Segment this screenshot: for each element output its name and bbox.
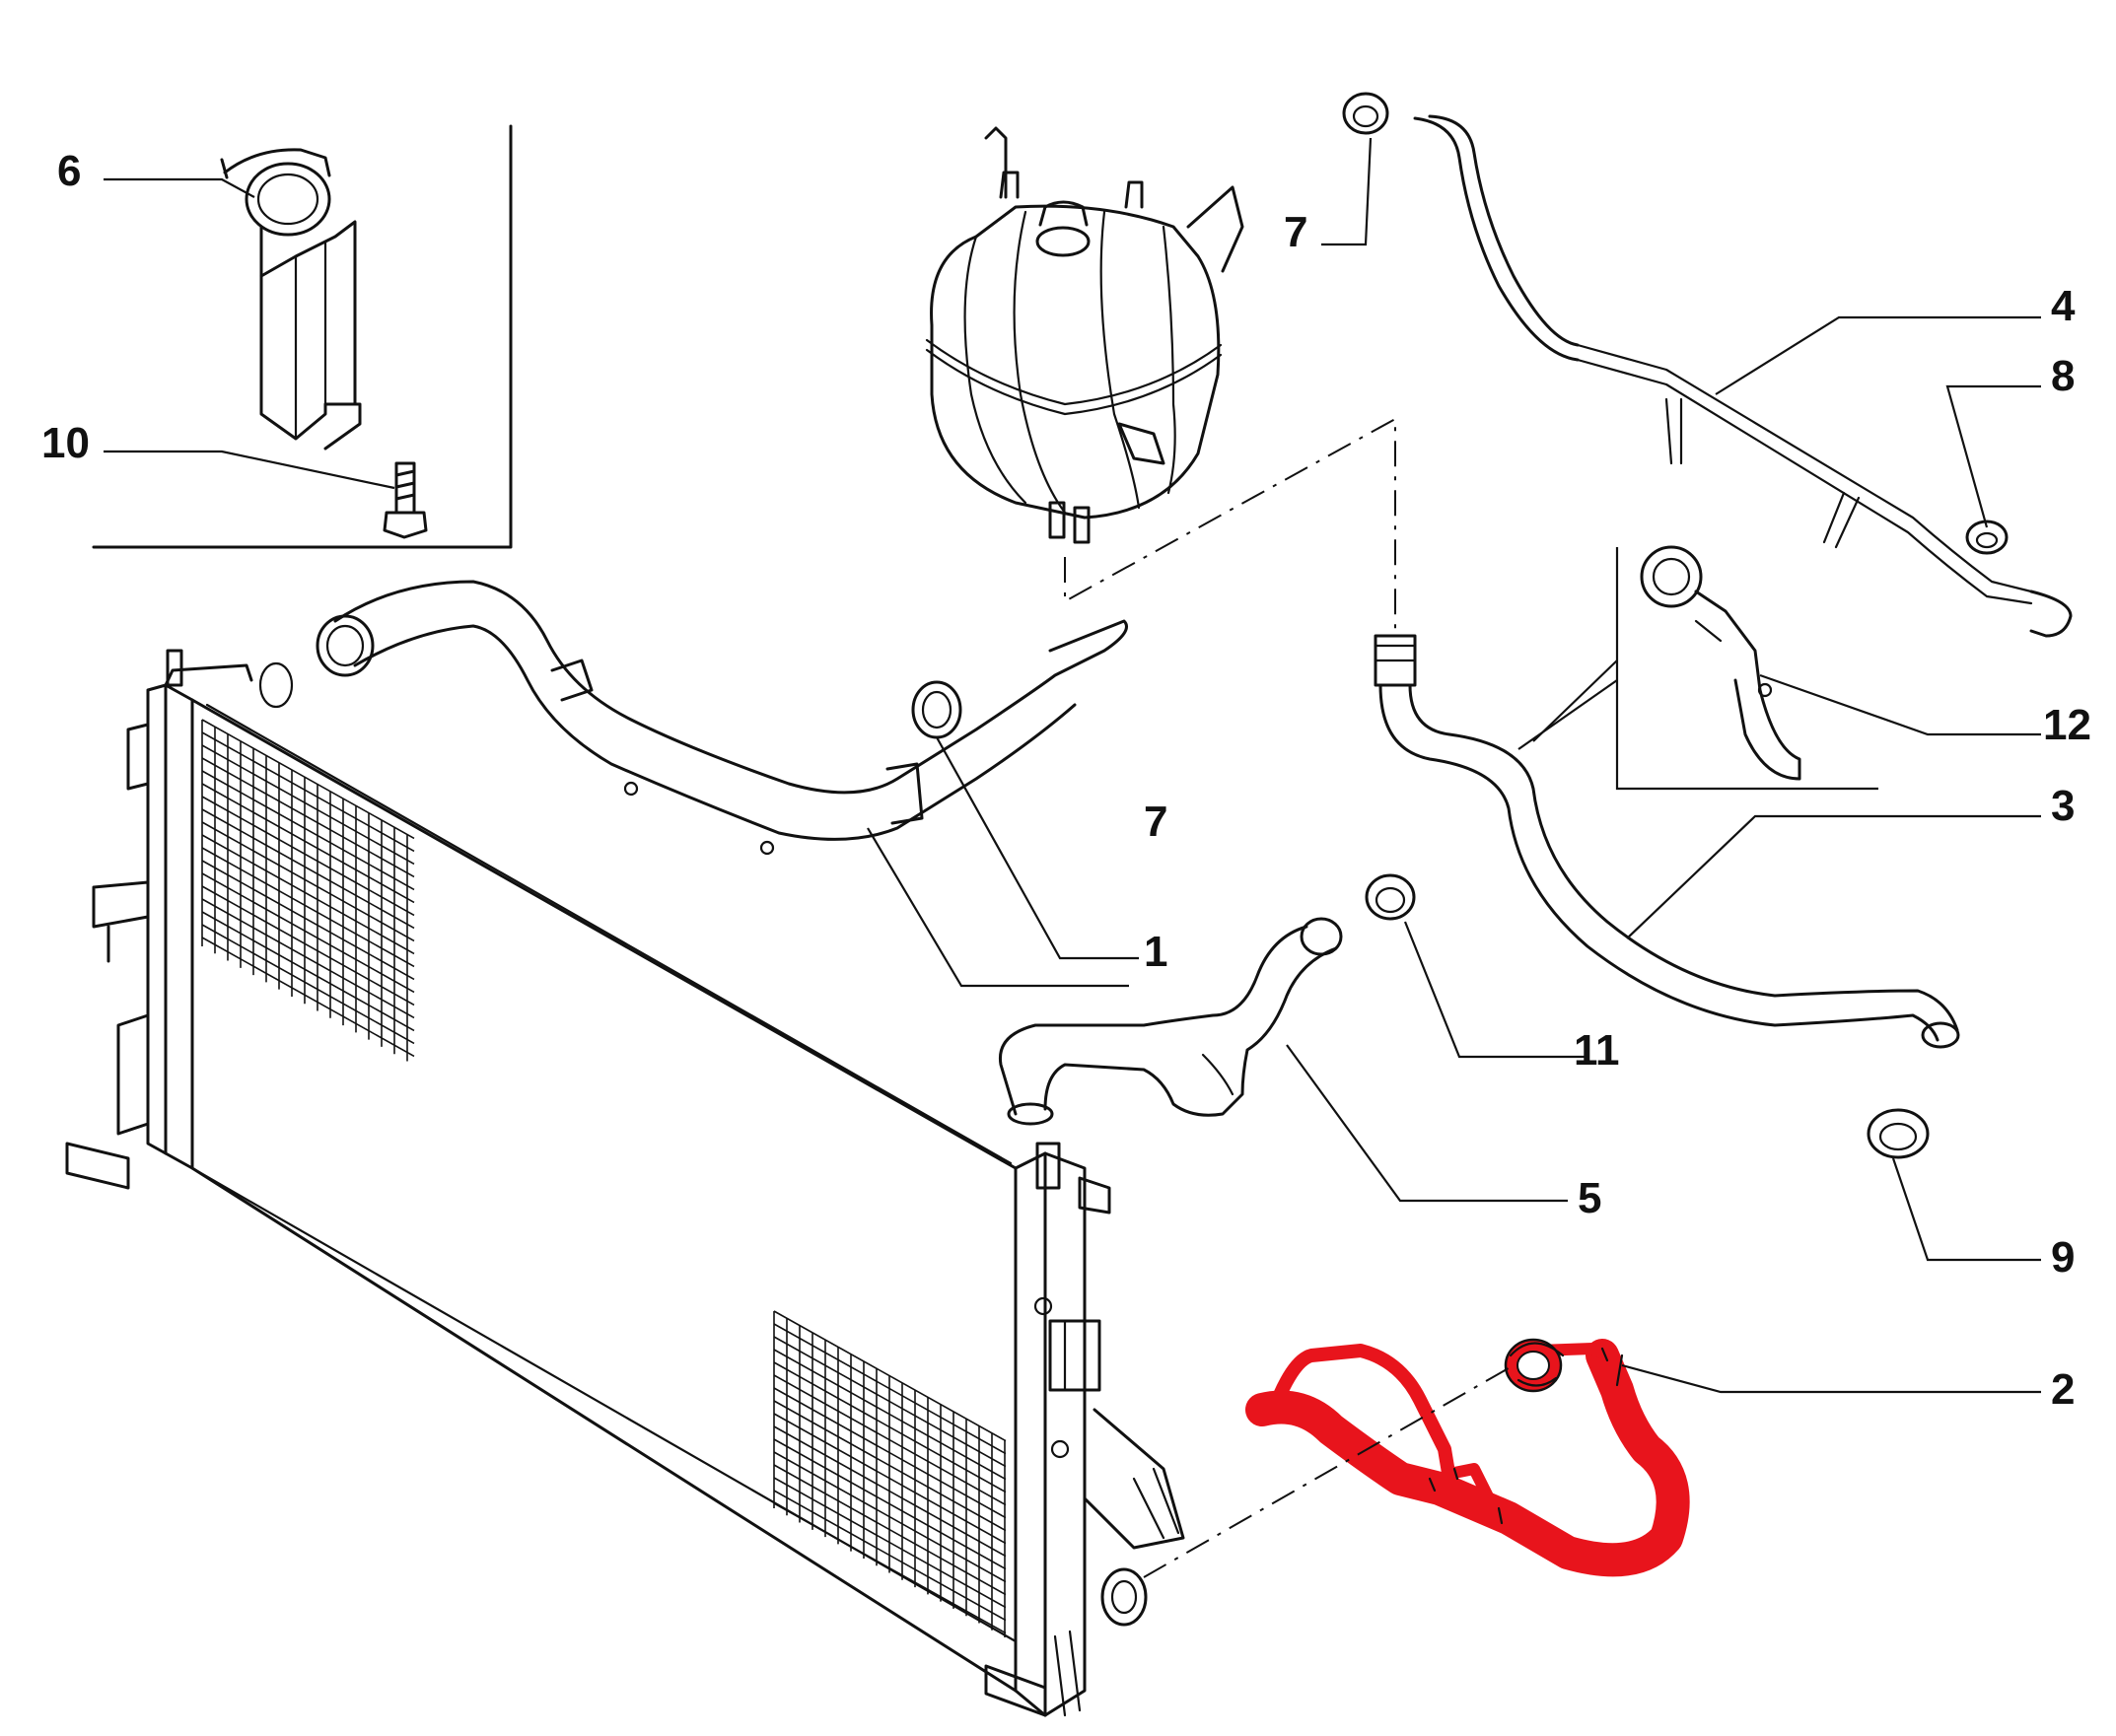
callout-2: 2	[2051, 1365, 2075, 1414]
part-10-bolt	[383, 461, 428, 539]
inset-frame	[92, 124, 513, 549]
callout-labels: 6 10 7 4 8 12 3 7 1 11 5 9 2	[41, 147, 2091, 1414]
part-12-bracket	[1640, 545, 1801, 781]
callout-5: 5	[1578, 1174, 1601, 1222]
part-7-clamp-top	[1342, 92, 1389, 135]
callout-10: 10	[41, 419, 90, 467]
callout-11: 11	[1574, 1026, 1620, 1075]
callout-4: 4	[2051, 282, 2076, 330]
leader-lines	[104, 137, 2041, 1394]
callout-3: 3	[2051, 782, 2075, 830]
callout-12: 12	[2043, 701, 2091, 749]
part-7-clamp-center	[911, 680, 962, 739]
callout-7-top: 7	[1284, 208, 1307, 256]
part-4-pipe	[1413, 114, 2073, 638]
callout-7-center: 7	[1144, 798, 1167, 846]
callout-9: 9	[2051, 1233, 2075, 1282]
callout-6: 6	[57, 147, 81, 195]
part-3-hose	[1374, 634, 1960, 1049]
expansion-tank	[925, 126, 1244, 544]
part-8-clamp	[1965, 520, 2009, 555]
part-2-lower-hose-highlighted	[1245, 1338, 1690, 1577]
radiator-mesh-left	[201, 719, 415, 1062]
callout-1: 1	[1144, 928, 1167, 976]
callout-8: 8	[2051, 352, 2075, 400]
part-6-clamp-bracket	[220, 148, 362, 451]
part-11-clamp	[1365, 873, 1416, 921]
part-5-hose	[998, 917, 1343, 1126]
radiator	[65, 649, 1185, 1717]
part-9-clamp	[1867, 1108, 1930, 1159]
assembly-lines	[1064, 417, 1515, 1578]
part-1-upper-hose	[316, 580, 1128, 856]
radiator-mesh-right	[773, 1310, 1007, 1638]
